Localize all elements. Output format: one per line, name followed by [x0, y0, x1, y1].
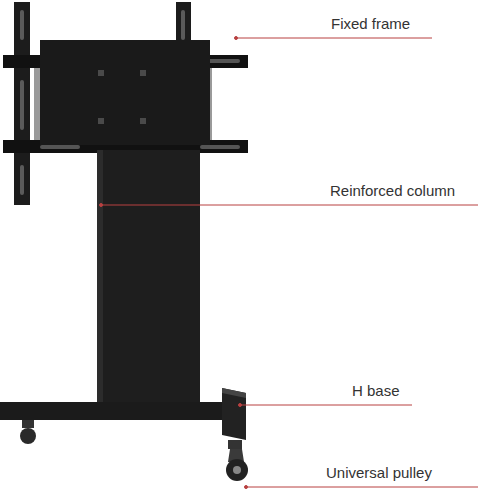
frame-rail — [14, 2, 30, 205]
caster-wheel — [226, 459, 248, 481]
part-label: Universal pulley — [326, 464, 432, 482]
leader-line — [240, 405, 412, 406]
leader-dot — [245, 486, 248, 489]
leader-dot — [239, 404, 242, 407]
caster — [22, 420, 34, 428]
base-foot — [222, 388, 246, 440]
leader-lines — [100, 37, 479, 489]
leader-line — [101, 205, 478, 206]
leader-dot — [100, 204, 103, 207]
base-foot-top — [222, 388, 246, 398]
column-edge — [97, 150, 103, 410]
leader-line — [246, 487, 478, 488]
caster — [228, 440, 242, 449]
mount-plate — [40, 40, 210, 145]
part-label: Reinforced column — [330, 182, 455, 200]
leader-line — [236, 38, 432, 39]
column — [97, 150, 200, 410]
caster-wheel — [20, 428, 36, 444]
leader-dot — [235, 37, 238, 40]
plate-holes — [98, 70, 146, 124]
base-bar — [0, 402, 228, 420]
caster-hub — [233, 466, 241, 474]
part-label: H base — [352, 382, 400, 400]
part-label: Fixed frame — [331, 15, 410, 33]
